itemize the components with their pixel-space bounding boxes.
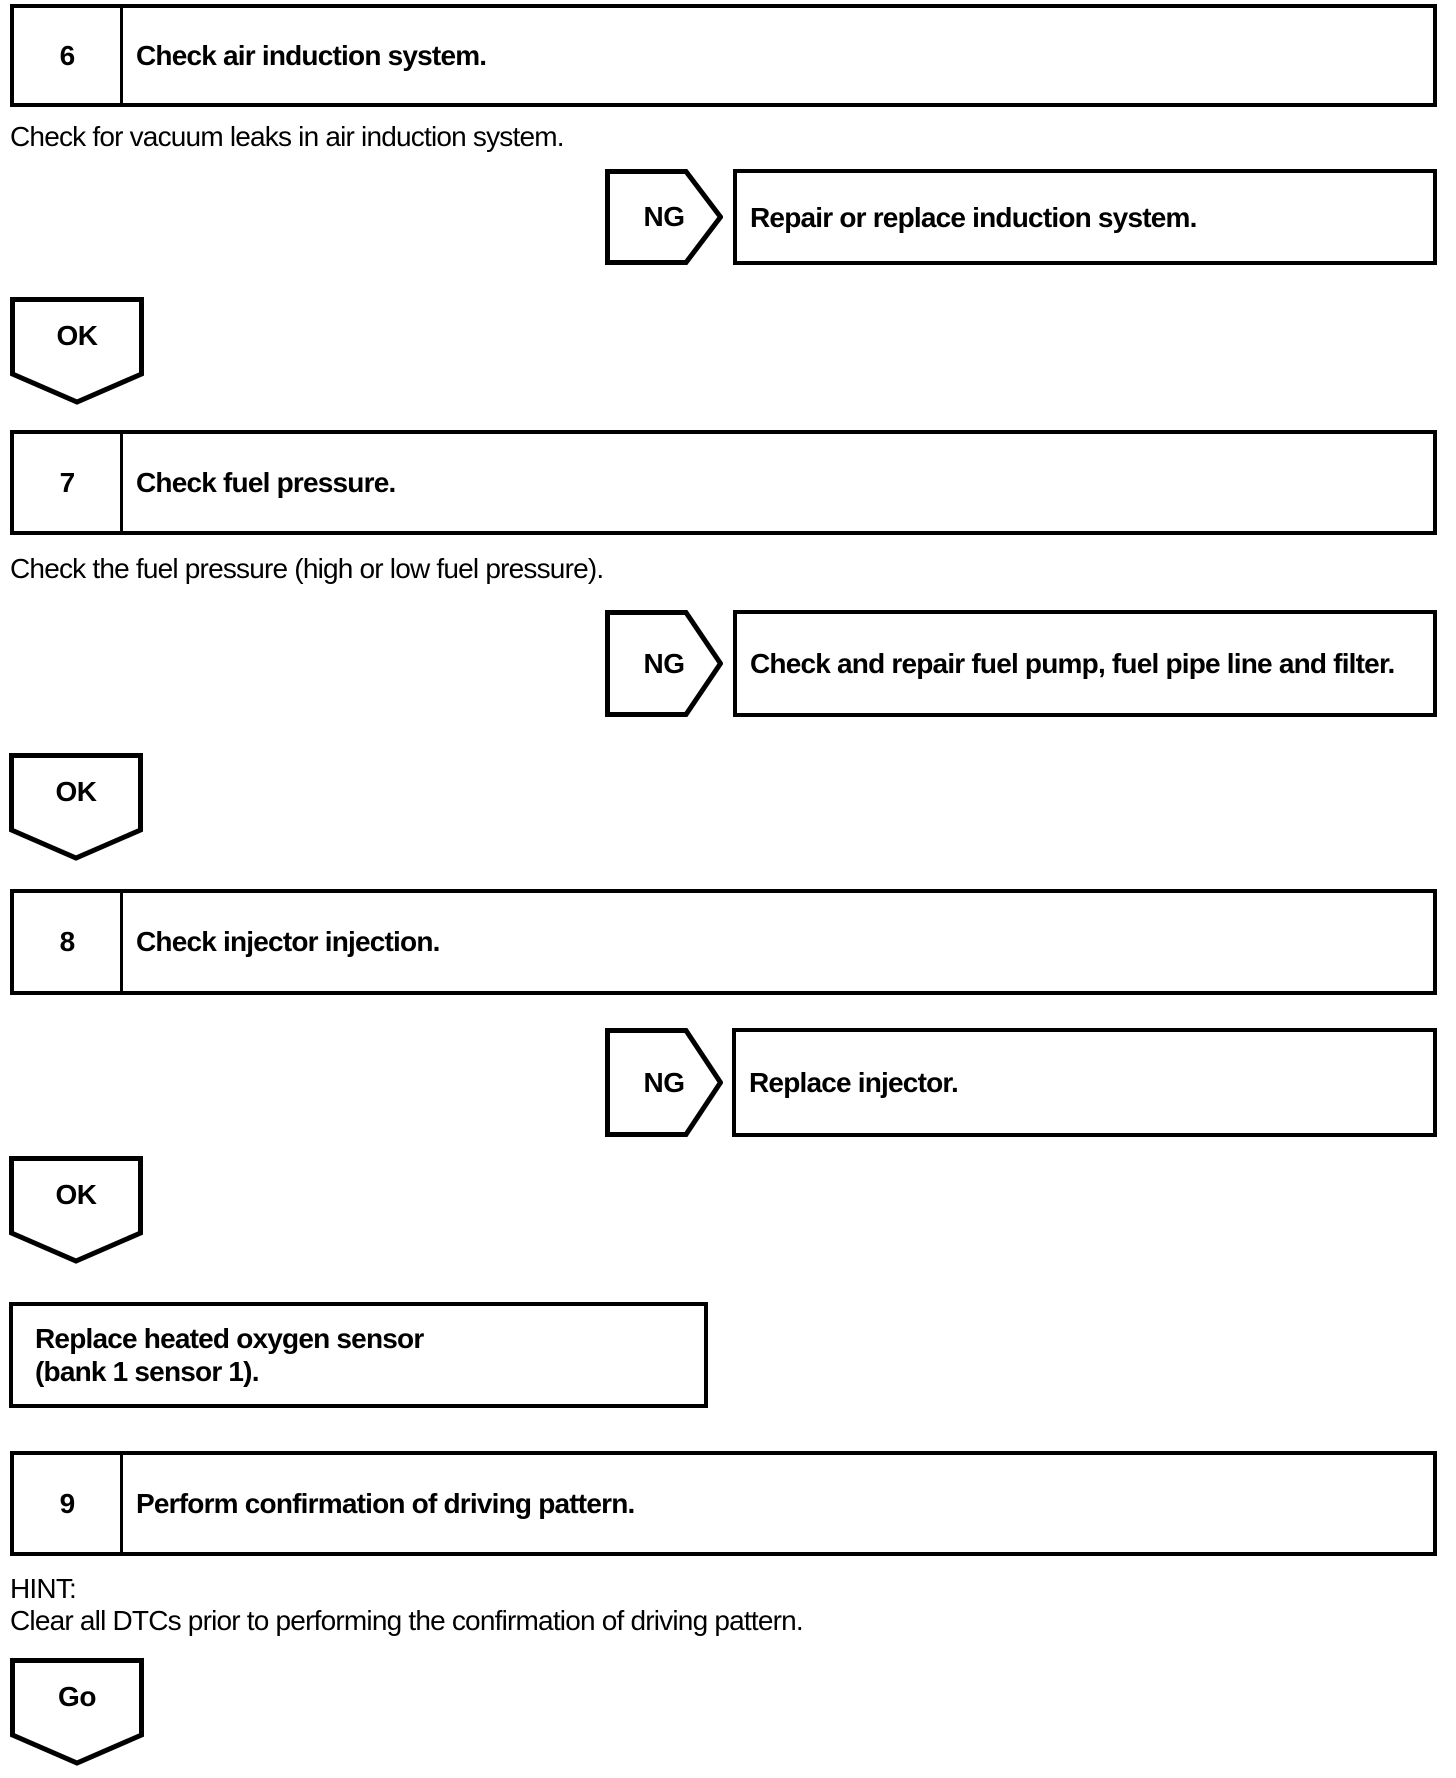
step-7-number: 7: [14, 434, 123, 531]
step-7-instruction: Check the fuel pressure (high or low fue…: [10, 553, 604, 584]
ok-connector-step8: OK: [9, 1156, 143, 1264]
step-8-number: 8: [14, 893, 123, 991]
step-8-box: 8 Check injector injection.: [10, 889, 1437, 995]
ng-action-box-step8: Replace injector.: [732, 1028, 1437, 1137]
step-7-box: 7 Check fuel pressure.: [10, 430, 1437, 535]
go-connector-step9: Go: [10, 1658, 144, 1766]
step-6-number: 6: [14, 8, 123, 103]
step-9-number: 9: [14, 1455, 123, 1552]
step-8-title: Check injector injection.: [136, 926, 440, 957]
ok-pentagon-icon: [10, 297, 144, 405]
go-pentagon-icon: [10, 1658, 144, 1766]
go-label: Go: [58, 1681, 96, 1712]
ng-action-text: Repair or replace induction system.: [750, 201, 1197, 233]
ng-action-box-step7: Check and repair fuel pump, fuel pipe li…: [733, 610, 1437, 717]
ok-pentagon-icon: [9, 753, 143, 861]
hint-text: Clear all DTCs prior to performing the c…: [10, 1605, 804, 1636]
ng-label: NG: [643, 647, 686, 679]
ng-action-text: Check and repair fuel pump, fuel pipe li…: [750, 648, 1395, 679]
step-6-instruction: Check for vacuum leaks in air induction …: [10, 121, 565, 152]
ok-label: OK: [56, 320, 99, 351]
ng-arrow-icon: [605, 169, 723, 265]
ok-label: OK: [55, 1179, 98, 1210]
ng-action-text: Replace injector.: [749, 1067, 959, 1098]
hint-label: HINT:: [10, 1573, 77, 1604]
final-action-line1: Replace heated oxygen sensor: [35, 1323, 424, 1354]
final-action-line2: (bank 1 sensor 1).: [35, 1356, 259, 1387]
step-6-title: Check air induction system.: [136, 39, 487, 71]
ng-label: NG: [643, 201, 686, 232]
ng-arrow-icon: [605, 1028, 723, 1137]
ok-connector-step6: OK: [10, 297, 144, 405]
step-9-title: Perform confirmation of driving pattern.: [136, 1487, 635, 1519]
ng-connector-step6: NG: [605, 169, 723, 265]
ng-action-box-step6: Repair or replace induction system.: [733, 169, 1437, 265]
ng-connector-step7: NG: [605, 610, 723, 717]
ok-pentagon-icon: [9, 1156, 143, 1264]
ng-connector-step8: NG: [605, 1028, 723, 1137]
ng-label: NG: [643, 1066, 686, 1098]
ng-arrow-icon: [605, 610, 723, 717]
final-action-box: Replace heated oxygen sensor (bank 1 sen…: [9, 1302, 708, 1408]
ok-connector-step7: OK: [9, 753, 143, 861]
ok-label: OK: [55, 776, 98, 807]
step-7-title: Check fuel pressure.: [136, 466, 396, 498]
step-6-box: 6 Check air induction system.: [10, 4, 1437, 107]
step-9-box: 9 Perform confirmation of driving patter…: [10, 1451, 1437, 1556]
